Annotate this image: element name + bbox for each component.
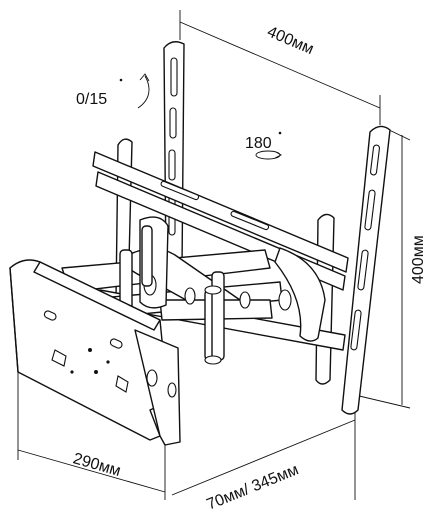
degree-mark <box>119 78 123 82</box>
bottom-width-label: 290мм <box>71 450 123 480</box>
right-vertical-rail <box>341 125 391 415</box>
degree-mark <box>278 131 282 135</box>
depth-label: 70мм/ 345мм <box>204 461 301 513</box>
top-width-label: 400мм <box>265 23 316 58</box>
tilt-angle-label: 0/15 <box>76 91 107 108</box>
right-height-label: 400мм <box>410 235 425 284</box>
dimension-lines <box>17 10 411 500</box>
rotation-angle-label: 180 <box>245 135 272 152</box>
wall-plate <box>9 259 181 446</box>
